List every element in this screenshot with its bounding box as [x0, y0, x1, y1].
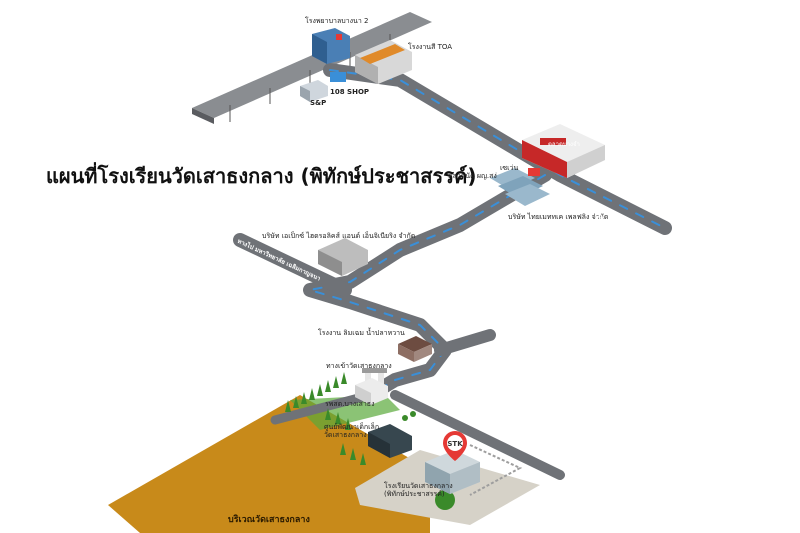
school-building	[425, 450, 480, 494]
road-bottom	[390, 390, 565, 480]
label-temple-entrance: ทางเข้าวัดเสาธงกลาง	[326, 362, 392, 370]
market-building	[522, 124, 605, 178]
school-fence	[469, 444, 523, 496]
elevated-highway-side	[192, 108, 214, 124]
pin-label: STK	[447, 440, 463, 448]
hospital-building	[312, 28, 350, 64]
label-school: โรงเรียนวัดเสาธงกลาง (พิทักษ์ประชาสรรค์)	[384, 482, 453, 498]
temple-gate	[362, 368, 387, 386]
label-sp: S&P	[310, 99, 327, 107]
fish-sauce-factory	[398, 336, 432, 362]
label-thai-company: บริษัท ไทยเมททเค เพลฟลิง จำกัด	[508, 213, 609, 221]
health-center-building	[355, 378, 388, 405]
sp-building	[300, 80, 328, 102]
apex-warehouse	[318, 238, 368, 276]
seven-eleven	[528, 168, 540, 176]
road-right-branch	[434, 329, 496, 356]
label-market-sign: ตลาดบางจำ	[548, 141, 580, 148]
label-health-center: รพสต.บางเสาธง	[325, 400, 375, 408]
label-childcare: ศูนย์พัฒนาเด็กเล็กวัดเสาธงกลาง	[324, 423, 380, 439]
label-hospital: โรงพยาบาลบางนา 2	[305, 17, 369, 25]
label-fresh-market: ตลาดนัด ผญ.สง่	[448, 172, 497, 180]
fresh-market-stalls	[490, 168, 550, 206]
label-seven-eleven: เซเว่น	[500, 164, 519, 172]
toa-factory	[355, 40, 412, 84]
childcare-building	[368, 424, 412, 458]
label-apex-company: บริษัท เอเป็กซ์ ไฮดรอลิคส์ แอนด์ เอ็นจิเ…	[262, 232, 416, 240]
label-temple-area: บริเวณวัดเสาธงกลาง	[228, 515, 310, 525]
label-fish-sauce-factory: โรงงาน ลิมเฉม น้ำปลาหวาน	[318, 329, 405, 337]
trees	[285, 372, 455, 510]
location-pin-icon[interactable]: STK	[443, 431, 467, 461]
shop-108-building	[330, 72, 346, 82]
elevated-highway	[192, 12, 432, 118]
road-lower-left	[270, 390, 375, 425]
road-left-branch	[233, 233, 352, 297]
map-title: แผนที่โรงเรียนวัดเสาธงกลาง (พิทักษ์ประชา…	[46, 164, 477, 188]
label-toa: โรงงานสี TOA	[408, 43, 453, 51]
label-108-shop: 108 SHOP	[330, 88, 370, 96]
